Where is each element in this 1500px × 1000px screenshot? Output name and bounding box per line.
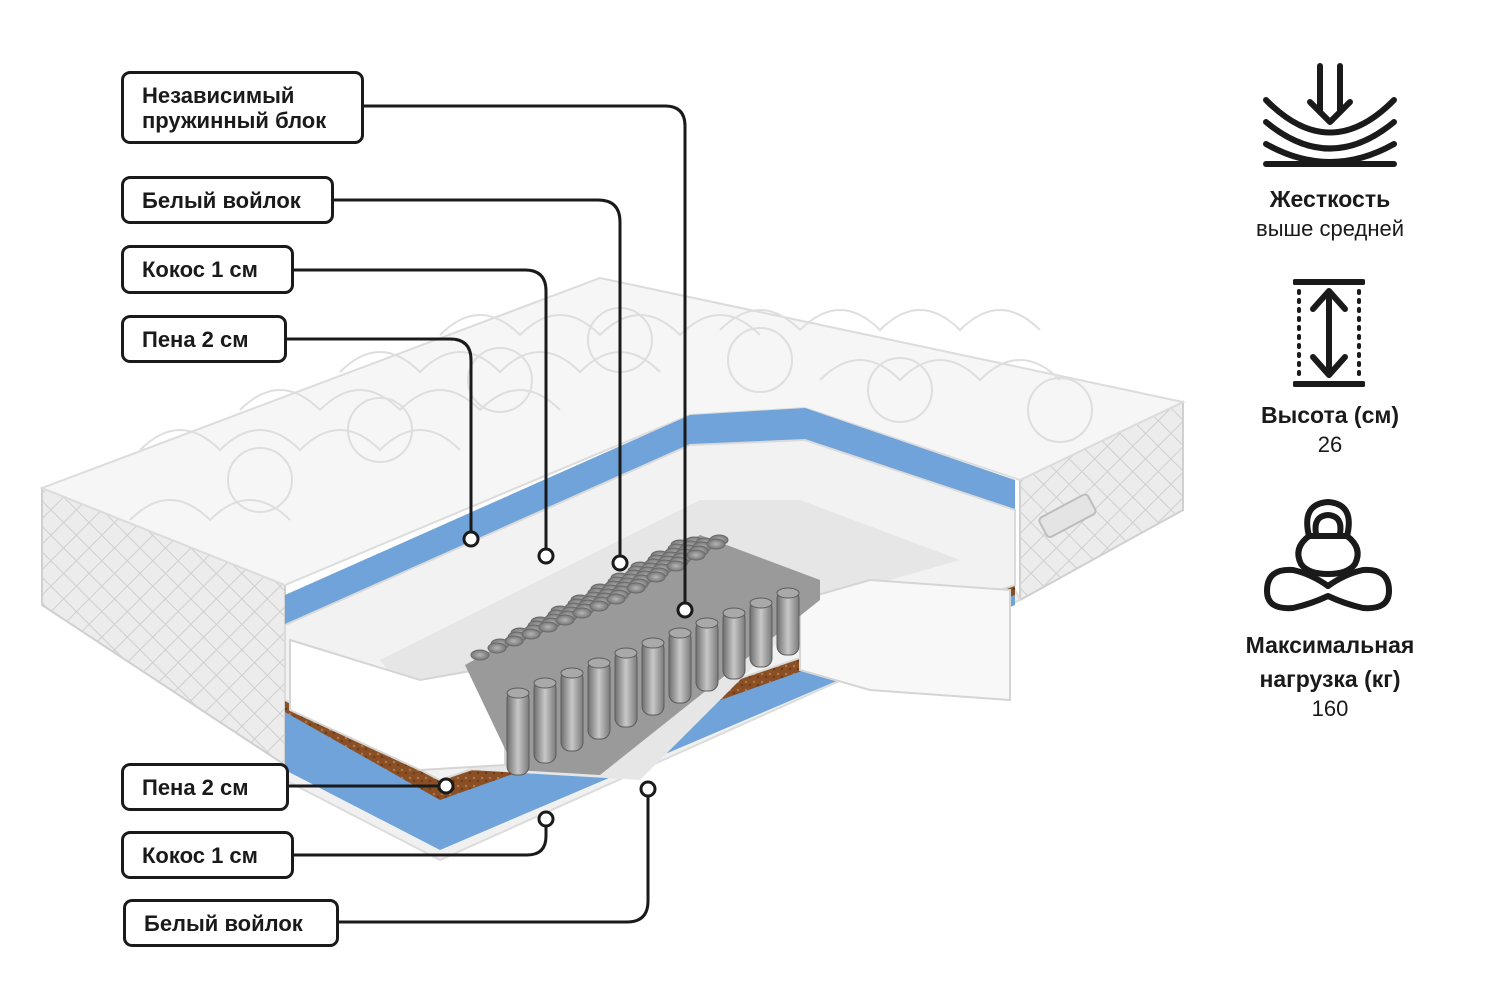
callout-springs: Независимый пружинный блок xyxy=(121,71,364,144)
dot-coconut-bottom xyxy=(537,810,555,828)
spring-coil-top xyxy=(555,614,575,626)
callout-springs-line2: пружинный блок xyxy=(142,107,327,133)
spring-coil-cap xyxy=(533,677,557,689)
dot-foam-bottom xyxy=(437,777,455,795)
dot-felt-bottom xyxy=(639,780,657,798)
connector-coconut-top xyxy=(293,268,548,555)
spec-firmness-title: Жесткость xyxy=(1269,186,1391,212)
spring-block xyxy=(465,534,820,776)
spring-coil-top xyxy=(521,628,541,640)
spec-firmness-value: выше средней xyxy=(1256,216,1404,241)
spring-coil-top xyxy=(606,593,626,605)
layer-foam-top xyxy=(285,408,1015,625)
connector-foam-top xyxy=(286,337,473,538)
spring-coil-cap xyxy=(614,647,638,659)
spring-coil-cap xyxy=(668,627,692,639)
connector-coconut-bottom xyxy=(293,819,548,857)
callout-felt-bottom: Белый войлок xyxy=(123,899,339,947)
spec-height: Высота (см) 26 xyxy=(1200,398,1460,458)
dot-springs xyxy=(676,601,694,619)
spring-coil-cap xyxy=(695,617,719,629)
callout-coconut-bottom-label: Кокос 1 см xyxy=(142,842,258,868)
spring-coil-top xyxy=(538,621,558,633)
spec-height-title: Высота (см) xyxy=(1260,402,1400,428)
callout-felt-top-label: Белый войлок xyxy=(142,187,301,213)
spec-height-value: 26 xyxy=(1317,432,1343,457)
connector-springs xyxy=(363,104,687,608)
spring-coil-cap xyxy=(722,607,746,619)
callout-coconut-bottom: Кокос 1 см xyxy=(121,831,294,879)
weight-icon xyxy=(1264,499,1392,612)
connector-felt-top xyxy=(333,198,622,562)
spec-max-load-title-line2: нагрузка (кг) xyxy=(1259,666,1401,692)
spring-coil-top xyxy=(572,607,592,619)
spring-coil-top xyxy=(646,571,666,583)
connector-felt-bottom xyxy=(338,789,650,924)
callout-springs-line1: Независимый xyxy=(142,82,295,108)
dot-coconut-top xyxy=(537,547,555,565)
callout-foam-bottom-label: Пена 2 см xyxy=(142,774,249,800)
spring-coil-top xyxy=(470,649,490,661)
callout-foam-bottom: Пена 2 см xyxy=(121,763,289,811)
spec-firmness: Жесткость выше средней xyxy=(1200,182,1460,242)
spec-max-load-value: 160 xyxy=(1311,696,1349,721)
spring-coil-top xyxy=(487,642,507,654)
callout-felt-top: Белый войлок xyxy=(121,176,334,224)
callout-coconut-top: Кокос 1 см xyxy=(121,245,294,294)
dot-felt-top xyxy=(611,554,629,572)
callout-foam-top: Пена 2 см xyxy=(121,315,287,363)
dot-foam-top xyxy=(462,530,480,548)
spring-coil-top xyxy=(706,538,726,550)
spring-coil-cap xyxy=(641,637,665,649)
spec-max-load: Максимальная нагрузка (кг) 160 xyxy=(1200,628,1460,722)
height-icon xyxy=(1293,279,1365,387)
spec-max-load-title-line1: Максимальная xyxy=(1245,632,1415,658)
spring-coil-cap xyxy=(749,597,773,609)
callout-felt-bottom-label: Белый войлок xyxy=(144,910,303,936)
spring-coil-top xyxy=(686,549,706,561)
spring-coil-top xyxy=(589,600,609,612)
callout-foam-top-label: Пена 2 см xyxy=(142,326,249,352)
callout-coconut-top-label: Кокос 1 см xyxy=(142,257,258,282)
spring-coil-cap xyxy=(506,687,530,699)
spring-coil-cap xyxy=(776,587,800,599)
spring-coil-cap xyxy=(560,667,584,679)
spring-coil-top xyxy=(504,635,524,647)
spring-coil-top xyxy=(626,582,646,594)
spring-coil-cap xyxy=(587,657,611,669)
mattress-top-cover xyxy=(39,276,1187,587)
firmness-icon xyxy=(1263,63,1397,167)
